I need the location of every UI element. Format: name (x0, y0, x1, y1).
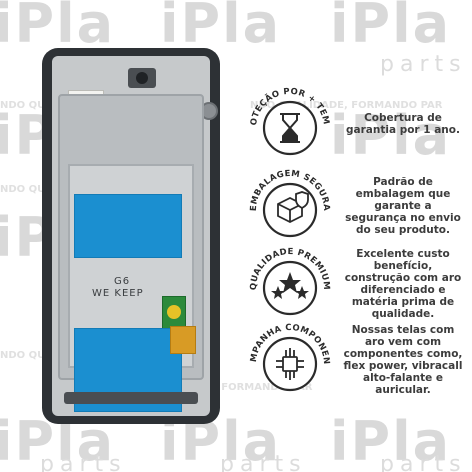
watermark-sub: parts (380, 52, 467, 77)
stars-icon (271, 272, 309, 299)
quality-badge: QUALIDADE PREMIUM (249, 247, 331, 316)
hourglass-icon (280, 113, 300, 143)
watermark-brand: iPla (160, 0, 282, 55)
feature-description: Cobertura de garantia por 1 ano. (346, 112, 460, 136)
flex-connector (170, 326, 196, 354)
film-text-slogan: WE KEEP (92, 288, 144, 299)
feature-quality: QUALIDADE PREMIUM Excelente custo benefí… (244, 238, 464, 332)
film-text-model: G6 (114, 276, 131, 287)
feature-packaging: EMBALAGEM SEGURA Padrão de embalagem que… (244, 160, 464, 254)
frame-inner: G6 WE KEEP (52, 56, 218, 416)
watermark-sub: parts (380, 452, 467, 472)
feature-badge: PROTEÇÃO POR + TEMPO (244, 78, 336, 170)
feature-badge: EMBALAGEM SEGURA (244, 160, 336, 252)
watermark-sub: parts (220, 452, 307, 472)
watermark-sub: parts (40, 452, 127, 472)
packaging-badge: EMBALAGEM SEGURA (249, 169, 331, 238)
phone-frame-image: G6 WE KEEP (42, 48, 220, 424)
components-badge: ACOMPANHA COMPONENTES (244, 314, 331, 392)
watermark-brand: iPla (330, 0, 452, 55)
feature-description: Excelente custo benefício, construção co… (344, 248, 462, 320)
feature-description: Padrão de embalagem que garante a segura… (345, 176, 461, 236)
feature-warranty: PROTEÇÃO POR + TEMPO Cobertura de garant… (244, 78, 464, 172)
protective-film-top (74, 194, 182, 258)
bottom-connector (64, 392, 198, 404)
feature-badge: QUALIDADE PREMIUM (244, 238, 336, 330)
feature-components: ACOMPANHA COMPONENTES Nossas telas com a… (244, 314, 464, 408)
warranty-badge: PROTEÇÃO POR + TEMPO (244, 78, 331, 156)
feature-description: Nossas telas com aro vem com componentes… (343, 324, 463, 396)
chip-icon (276, 348, 304, 380)
watermark-brand: iPla (0, 0, 116, 55)
package-shield-icon (277, 191, 309, 224)
feature-badge: ACOMPANHA COMPONENTES (244, 314, 336, 406)
watermark-brand: iPla (330, 410, 452, 472)
chassis: G6 WE KEEP (58, 94, 204, 412)
camera-module (128, 68, 156, 88)
